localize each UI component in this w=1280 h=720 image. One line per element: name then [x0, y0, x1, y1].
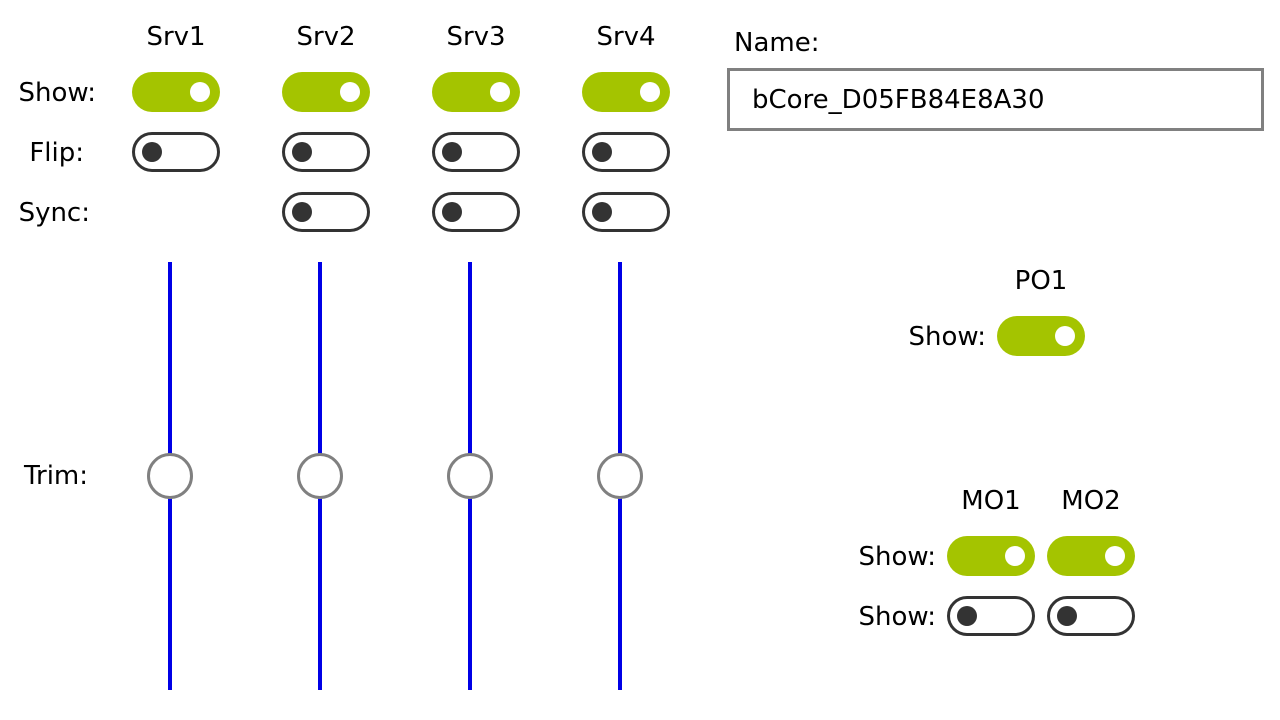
- srv2-trim-thumb[interactable]: [297, 453, 343, 499]
- mo2-header: MO2: [1061, 486, 1121, 516]
- srv3-flip-toggle[interactable]: [432, 132, 520, 172]
- mo2-show-toggle[interactable]: [1047, 536, 1135, 576]
- po1-show-label: Show:: [908, 322, 987, 352]
- toggle-knob: [292, 202, 312, 222]
- srv2-sync-toggle[interactable]: [282, 192, 370, 232]
- mo1-second-toggle[interactable]: [947, 596, 1035, 636]
- po1-show-toggle[interactable]: [997, 316, 1085, 356]
- servo-header-srv4: Srv4: [596, 22, 656, 52]
- toggle-knob: [640, 82, 660, 102]
- servo-header-srv1: Srv1: [146, 22, 206, 52]
- toggle-knob: [142, 142, 162, 162]
- srv2-show-toggle[interactable]: [282, 72, 370, 112]
- srv1-flip-toggle[interactable]: [132, 132, 220, 172]
- po1-header: PO1: [1014, 266, 1068, 296]
- toggle-knob: [1057, 606, 1077, 626]
- toggle-knob: [442, 202, 462, 222]
- srv3-show-toggle[interactable]: [432, 72, 520, 112]
- srv3-sync-toggle[interactable]: [432, 192, 520, 232]
- srv4-flip-toggle[interactable]: [582, 132, 670, 172]
- toggle-knob: [190, 82, 210, 102]
- srv2-flip-toggle[interactable]: [282, 132, 370, 172]
- toggle-knob: [292, 142, 312, 162]
- mo-row2-label: Show:: [858, 602, 937, 632]
- toggle-knob: [957, 606, 977, 626]
- servo-header-srv3: Srv3: [446, 22, 506, 52]
- toggle-knob: [1055, 326, 1075, 346]
- name-label: Name:: [734, 28, 820, 58]
- toggle-knob: [1105, 546, 1125, 566]
- srv4-trim-thumb[interactable]: [597, 453, 643, 499]
- toggle-knob: [592, 202, 612, 222]
- sync-row-label: Sync:: [18, 198, 90, 228]
- mo1-header: MO1: [961, 486, 1021, 516]
- mo1-show-toggle[interactable]: [947, 536, 1035, 576]
- toggle-knob: [340, 82, 360, 102]
- toggle-knob: [442, 142, 462, 162]
- srv4-show-toggle[interactable]: [582, 72, 670, 112]
- srv3-trim-thumb[interactable]: [447, 453, 493, 499]
- toggle-knob: [592, 142, 612, 162]
- trim-row-label: Trim:: [23, 461, 88, 491]
- mo-row1-label: Show:: [858, 542, 937, 572]
- show-row-label: Show:: [18, 78, 97, 108]
- srv1-show-toggle[interactable]: [132, 72, 220, 112]
- srv4-sync-toggle[interactable]: [582, 192, 670, 232]
- srv1-trim-thumb[interactable]: [147, 453, 193, 499]
- flip-row-label: Flip:: [29, 138, 84, 168]
- name-input[interactable]: [727, 68, 1264, 131]
- toggle-knob: [1005, 546, 1025, 566]
- toggle-knob: [490, 82, 510, 102]
- mo2-second-toggle[interactable]: [1047, 596, 1135, 636]
- servo-header-srv2: Srv2: [296, 22, 356, 52]
